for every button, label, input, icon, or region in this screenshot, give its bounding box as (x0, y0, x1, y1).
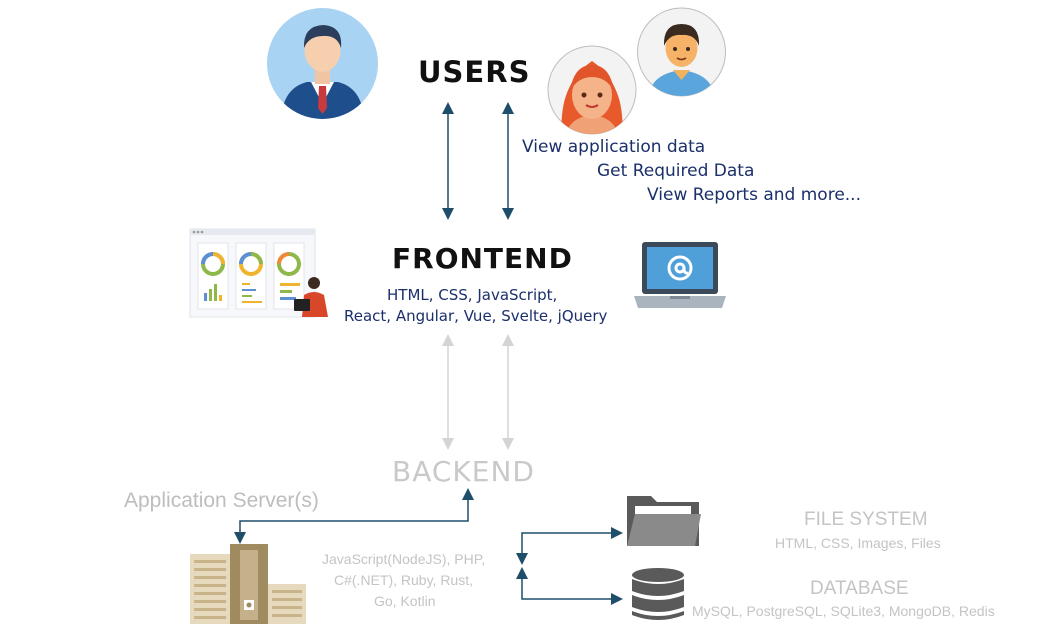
frontend-title: FRONTEND (392, 242, 573, 275)
backend-server-connector (234, 488, 474, 544)
users-title: USERS (418, 55, 531, 89)
backend-tech-line-1: JavaScript(NodeJS), PHP, (322, 551, 486, 567)
server-building (188, 540, 310, 624)
folder-icon (627, 496, 701, 546)
users-frontend-arrows (442, 102, 514, 220)
businessman-avatar-icon (267, 8, 378, 119)
laptop-illustration (632, 240, 728, 310)
storage-connectors (516, 527, 623, 605)
user-action-1: View application data (522, 137, 706, 157)
user-woman-avatar (547, 45, 637, 135)
database-icon (632, 568, 684, 620)
dashboard-illustration (189, 228, 330, 319)
user-man-avatar (637, 7, 726, 97)
database-subtitle: MySQL, PostgreSQL, SQLite3, MongoDB, Red… (692, 603, 995, 619)
laptop-email-icon (634, 242, 726, 308)
database-title: DATABASE (810, 578, 909, 599)
folder-illustration (625, 490, 703, 550)
frontend-tech-line-2: React, Angular, Vue, Svelte, jQuery (344, 307, 608, 325)
file-system-title: FILE SYSTEM (804, 509, 928, 530)
connector-file-system (516, 527, 623, 565)
backend-title: BACKEND (392, 455, 535, 488)
connector-database (516, 567, 623, 605)
backend-tech-line-2: C#(.NET), Ruby, Rust, (334, 572, 473, 588)
frontend-backend-arrows (442, 334, 514, 450)
user-businessman-avatar (267, 8, 378, 119)
user-action-3: View Reports and more... (647, 185, 861, 205)
man-avatar-icon (637, 7, 726, 97)
file-system-subtitle: HTML, CSS, Images, Files (775, 535, 941, 551)
server-building-icon (190, 544, 306, 624)
dashboard-illustration-icon (189, 228, 328, 318)
user-action-2: Get Required Data (597, 161, 755, 181)
woman-avatar-icon (547, 45, 637, 135)
backend-tech-line-3: Go, Kotlin (374, 593, 436, 609)
database-illustration (630, 567, 686, 623)
frontend-tech-line-1: HTML, CSS, JavaScript, (387, 286, 558, 304)
